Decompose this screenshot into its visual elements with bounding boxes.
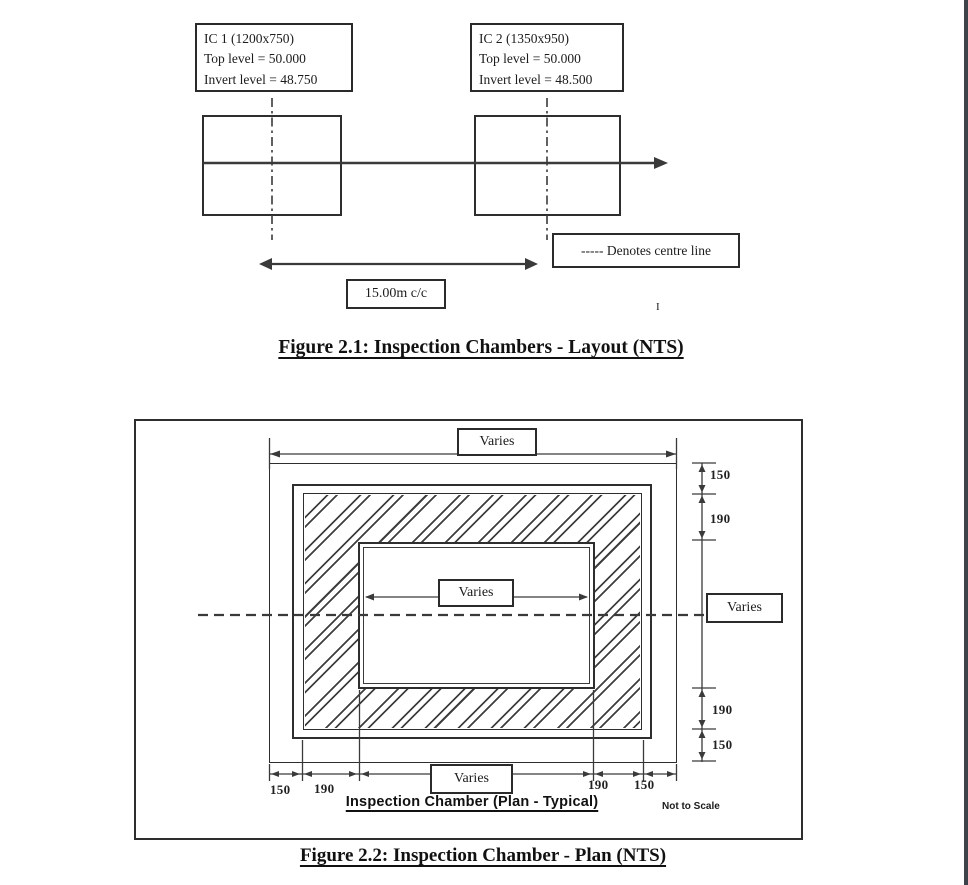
right-varies-box: Varies <box>706 593 783 623</box>
plan-caption: Inspection Chamber (Plan - Typical) <box>345 794 599 810</box>
plan-opening-rect <box>358 542 595 689</box>
figure1-caption: Figure 2.1: Inspection Chambers - Layout… <box>278 337 684 358</box>
flow-arrowhead <box>654 157 668 169</box>
distance-label: 15.00m c/c <box>364 286 428 301</box>
figure2-caption: Figure 2.2: Inspection Chamber - Plan (N… <box>299 845 667 866</box>
plan-outer-rect <box>269 463 677 763</box>
bottom-dim-150-left: 150 <box>270 782 291 797</box>
ic1-label-box: IC 1 (1200x750) Top level = 50.000 Inver… <box>195 23 353 92</box>
stray-mark: I <box>656 301 660 313</box>
chamber-rect-ic1 <box>202 115 342 216</box>
bottom-dim-190-right: 190 <box>588 777 609 792</box>
plan-opening-inner-line <box>363 547 590 684</box>
plan-wall-rect <box>292 484 652 739</box>
centreline-legend-label: ----- Denotes centre line <box>580 242 712 258</box>
right-varies-label: Varies <box>727 600 762 615</box>
ic2-title: IC 2 (1350x950) <box>479 31 569 46</box>
bottom-varies-label: Varies <box>454 771 489 786</box>
scale-note: Not to Scale <box>662 801 720 812</box>
right-dim-150-bottom: 150 <box>712 737 733 752</box>
top-varies-box: Varies <box>457 428 537 456</box>
ic1-invert-level: Invert level = 48.750 <box>204 71 318 87</box>
figure2-frame <box>134 419 803 840</box>
ic2-invert-level: Invert level = 48.500 <box>479 71 593 87</box>
plan-wall-inner-line <box>303 493 642 730</box>
right-dim-150-top: 150 <box>710 467 731 482</box>
distance-label-box: 15.00m c/c <box>346 279 446 309</box>
right-dim-190-bottom: 190 <box>712 702 733 717</box>
bottom-dim-190-left: 190 <box>314 781 335 796</box>
right-dim-190-top: 190 <box>710 511 731 526</box>
top-varies-label: Varies <box>479 434 515 449</box>
ic2-top-level: Top level = 50.000 <box>479 51 581 67</box>
bottom-varies-box: Varies <box>430 764 513 794</box>
ic2-label-box: IC 2 (1350x950) Top level = 50.000 Inver… <box>470 23 624 92</box>
window-right-border <box>964 0 968 885</box>
ic1-top-level: Top level = 50.000 <box>204 51 306 67</box>
distance-arrowhead-left <box>259 258 272 270</box>
inner-varies-label: Varies <box>458 585 494 600</box>
chamber-rect-ic2 <box>474 115 621 216</box>
inner-varies-box: Varies <box>438 579 514 607</box>
ic1-title: IC 1 (1200x750) <box>204 31 294 46</box>
distance-arrowhead-right <box>525 258 538 270</box>
centreline-legend-box: ----- Denotes centre line <box>552 233 740 268</box>
bottom-dim-150-right: 150 <box>634 777 655 792</box>
